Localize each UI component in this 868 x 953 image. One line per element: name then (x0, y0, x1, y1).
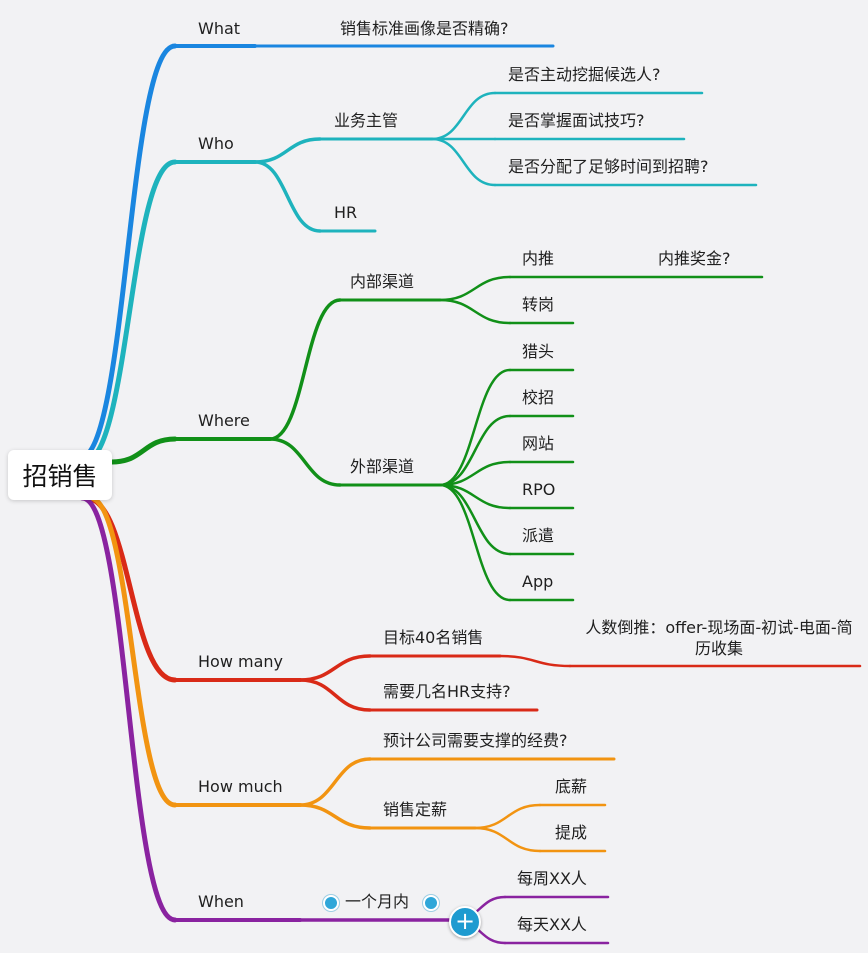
dot-icon (423, 895, 439, 911)
connector-where-external-item (438, 414, 512, 487)
root-node[interactable]: 招销售 (8, 450, 112, 500)
node-who-hr[interactable]: HR (334, 203, 358, 222)
node-where-external-item[interactable]: 派遣 (522, 526, 555, 545)
node-how-much-budget[interactable]: 预计公司需要支撑的经费? (383, 731, 568, 750)
connector-where-external-item (438, 460, 512, 487)
connector-how-much-budget (298, 757, 372, 807)
node-when-period[interactable]: 一个月内 (345, 892, 410, 911)
plus-circle-icon[interactable]: + (449, 906, 481, 938)
connector-how-many-note (498, 654, 572, 668)
branch-who[interactable]: Who (198, 134, 234, 153)
node-how-much-salary[interactable]: 销售定薪 (383, 800, 448, 819)
connector-where-transfer (438, 298, 512, 325)
connector-where-internal (268, 298, 342, 441)
node-where-external[interactable]: 外部渠道 (350, 457, 415, 476)
branch-how-many[interactable]: How many (198, 652, 283, 671)
connector-how-much-salary (298, 803, 372, 830)
node-how-many-hr[interactable]: 需要几名HR支持? (383, 682, 511, 701)
branch-what[interactable]: What (198, 19, 241, 38)
node-where-external-item[interactable]: 猎头 (522, 342, 555, 361)
node-where-transfer[interactable]: 转岗 (522, 295, 555, 314)
node-when-item[interactable]: 每天XX人 (517, 915, 587, 934)
node-how-many-target[interactable]: 目标40名销售 (383, 628, 484, 647)
node-who-manager-item[interactable]: 是否主动挖掘候选人? (508, 65, 661, 84)
connector-who-item (430, 137, 497, 187)
connector-where-external-item (438, 368, 512, 487)
node-who-manager-item[interactable]: 是否掌握面试技巧? (508, 111, 645, 130)
node-where-internal[interactable]: 内部渠道 (350, 272, 415, 291)
node-who-manager-item[interactable]: 是否分配了足够时间到招聘? (508, 157, 709, 176)
connector-who-manager (253, 137, 322, 164)
branch-when[interactable]: When (198, 892, 244, 911)
connector-where-external (268, 437, 342, 487)
connector-what (77, 43, 178, 461)
node-where-referral[interactable]: 内推 (522, 249, 555, 268)
connector-where-external-item (438, 483, 512, 602)
node-how-much-salary-item[interactable]: 提成 (555, 823, 588, 842)
dot-icon (323, 895, 339, 911)
connector-where-referral (438, 275, 512, 302)
connector-how-many-target (298, 654, 372, 682)
node-when-item[interactable]: 每周XX人 (517, 869, 587, 888)
node-where-external-item[interactable]: RPO (522, 480, 556, 499)
node-where-external-item[interactable]: 网站 (522, 434, 555, 453)
connector-who (81, 159, 178, 465)
connector-how-much (87, 495, 178, 808)
node-where-referral-note[interactable]: 内推奖金? (658, 249, 731, 268)
node-who-manager[interactable]: 业务主管 (334, 111, 399, 130)
branch-how-much[interactable]: How much (198, 777, 283, 796)
connector-who-item (430, 91, 497, 141)
connector-how-much-salary-item (473, 826, 542, 853)
connector-how-much-salary-item (473, 803, 542, 830)
node-how-much-salary-item[interactable]: 底薪 (555, 777, 588, 796)
node-what-question[interactable]: 销售标准画像是否精确? (340, 19, 509, 38)
node-where-external-item[interactable]: 校招 (522, 388, 555, 407)
connector-how-many-hr (298, 678, 372, 712)
branch-where[interactable]: Where (198, 411, 250, 430)
connector-when (79, 495, 178, 923)
node-where-external-item[interactable]: App (522, 572, 554, 591)
node-how-many-target-note[interactable]: 人数倒推：offer-现场面-初试-电面-简历收集 (585, 618, 853, 658)
connector-where (109, 436, 178, 465)
connector-who-hr (253, 160, 322, 233)
